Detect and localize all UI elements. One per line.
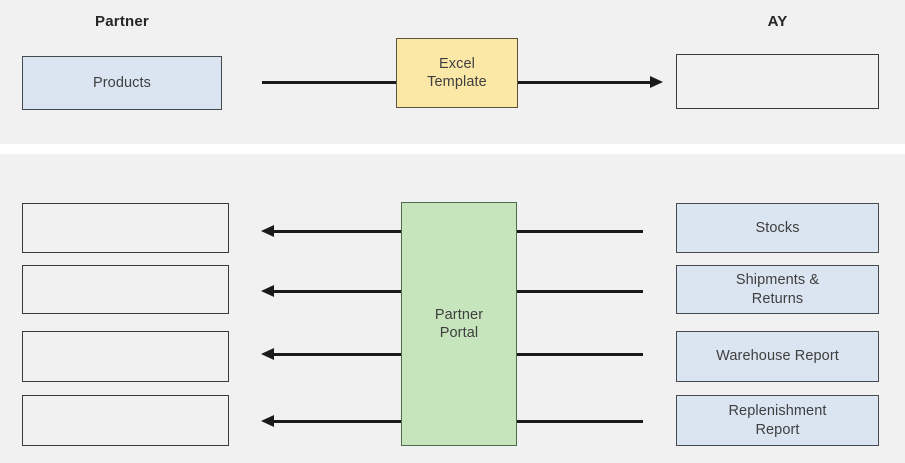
edge-portal-to-left-output-4 [274, 420, 402, 423]
ay-column-label: AY [767, 13, 788, 30]
node-ay-receiver[interactable] [676, 54, 879, 109]
node-replenishment-report-label-line1: Replenishment [728, 403, 827, 420]
node-stocks[interactable]: Stocks [676, 203, 879, 253]
arrowhead-left-icon-4 [261, 415, 274, 427]
node-left-output-4[interactable] [22, 395, 229, 446]
node-replenishment-report-label-line2: Report [755, 421, 800, 438]
node-products-label: Products [92, 74, 152, 91]
arrowhead-right-icon-ay [650, 76, 663, 88]
node-replenishment-report[interactable]: Replenishment Report [676, 395, 879, 446]
node-left-output-3[interactable] [22, 331, 229, 382]
node-left-output-1[interactable] [22, 203, 229, 253]
node-partner-portal-label-line1: Partner [434, 306, 484, 323]
edge-portal-to-left-output-2 [274, 290, 402, 293]
node-shipments-returns[interactable]: Shipments & Returns [676, 265, 879, 314]
edge-stocks-to-portal [517, 230, 643, 233]
node-stocks-label-line1: Stocks [755, 219, 800, 236]
arrowhead-left-icon-1 [261, 225, 274, 237]
edge-excel-template-to-ay [518, 81, 654, 84]
node-products[interactable]: Products [22, 56, 222, 110]
partner-column-label: Partner [95, 13, 149, 30]
node-excel-template-label-line1: Excel [439, 55, 475, 72]
edge-products-to-excel-template [262, 81, 398, 84]
node-partner-portal-label-line2: Portal [439, 325, 479, 341]
arrowhead-left-icon-2 [261, 285, 274, 297]
node-shipments-returns-label-line2: Returns [751, 290, 804, 307]
arrowhead-left-icon-3 [261, 348, 274, 360]
node-shipments-returns-label-line1: Shipments & [735, 272, 820, 289]
node-excel-template[interactable]: Excel Template [396, 38, 518, 108]
node-left-output-2[interactable] [22, 265, 229, 314]
edge-portal-to-left-output-1 [274, 230, 402, 233]
edge-warehouse-report-to-portal [517, 353, 643, 356]
node-excel-template-label-line2: Template [427, 74, 487, 90]
edge-shipments-returns-to-portal [517, 290, 643, 293]
node-warehouse-report[interactable]: Warehouse Report [676, 331, 879, 382]
node-warehouse-report-label-line1: Warehouse Report [716, 348, 839, 365]
node-partner-portal[interactable]: Partner Portal [401, 202, 517, 446]
edge-replenishment-report-to-portal [517, 420, 643, 423]
edge-portal-to-left-output-3 [274, 353, 402, 356]
